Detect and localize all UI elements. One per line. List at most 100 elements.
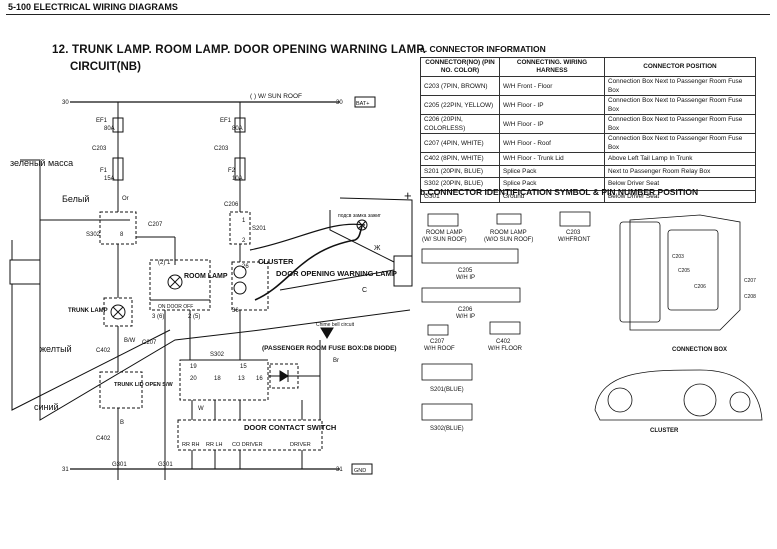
- on-door-off: ON DOOR OFF: [158, 304, 193, 310]
- passenger-fuse-label: (PASSENGER ROOM FUSE BOX:D8 DIODE): [262, 345, 397, 352]
- pin-26: 26: [242, 264, 249, 270]
- c402-top: C402: [96, 348, 111, 354]
- bus-30-left: 30: [62, 100, 69, 106]
- pin-2-5: 2 (5): [188, 314, 200, 320]
- c402-id-sub: W/H FLOOR: [488, 346, 523, 352]
- box-c205: C205: [678, 268, 690, 274]
- pin-16: 16: [256, 376, 263, 382]
- pin-8: 8: [120, 232, 124, 238]
- chime-label: Chime bell circuit: [316, 322, 355, 328]
- c203-left: C203: [92, 146, 107, 152]
- pin-36: 36: [232, 308, 239, 314]
- note-ignition-light: подсв замка зажиг: [338, 213, 381, 219]
- cluster-label: CLUSTER: [258, 257, 294, 266]
- room-lamp-nosun-sub: (W/O SUN ROOF): [484, 237, 533, 243]
- c207-top: C207: [148, 222, 163, 228]
- s302-id: S302(BLUE): [430, 426, 464, 432]
- note-c: С: [362, 287, 367, 294]
- header-rule: [6, 14, 770, 15]
- c203-right: C203: [214, 146, 229, 152]
- c205-id-sub: W/H IP: [456, 275, 475, 281]
- s302-label: S302: [86, 232, 101, 238]
- pin-2: 2: [242, 238, 246, 244]
- note-zh: Ж: [374, 245, 381, 252]
- bus-31-right: 31: [336, 467, 343, 473]
- c203-id: C203: [566, 230, 581, 236]
- wire-bw: B/W: [124, 338, 136, 344]
- c402-id: C402: [496, 339, 511, 345]
- connector-id-title: b.CONNECTOR IDENTIFICATION SYMBOL & PIN …: [420, 187, 699, 197]
- box-c207: C207: [744, 278, 756, 284]
- box-c206: C206: [694, 284, 706, 290]
- c205-id: C205: [458, 268, 473, 274]
- bus-31-left: 31: [62, 467, 69, 473]
- box-c203: C203: [672, 254, 684, 260]
- cluster-id-label: CLUSTER: [650, 428, 679, 434]
- note-green-ground: зеленый масса: [10, 158, 73, 168]
- rr-rh: RR RH: [182, 442, 199, 448]
- s201-label: S201: [252, 226, 267, 232]
- room-lamp-label: ROOM LAMP: [184, 273, 228, 280]
- s302-lower: S302: [210, 352, 225, 358]
- sunroof-label: ( ) W/ SUN ROOF: [250, 93, 302, 100]
- bat-label: BAT+: [356, 101, 370, 107]
- note-blue: синий: [34, 402, 59, 412]
- co-driver: CO DRIVER: [232, 442, 263, 448]
- f1-amp: 15A: [104, 176, 115, 182]
- note-plus: +: [404, 188, 412, 203]
- door-warning-label: DOOR OPENING WARNING LAMP: [276, 269, 397, 278]
- diagram-title: 12. TRUNK LAMP. ROOM LAMP. DOOR OPENING …: [52, 44, 427, 56]
- pin-20: 20: [190, 376, 197, 382]
- pin-13: 13: [238, 376, 245, 382]
- page-header: 5-100 ELECTRICAL WIRING DIAGRAMS: [8, 2, 178, 12]
- pin-3-6: 3 (6): [152, 314, 164, 320]
- pin-19: 19: [190, 364, 197, 370]
- f2-label: F2: [228, 168, 236, 174]
- diagram-title-line2: CIRCUIT(NB): [70, 61, 141, 73]
- note-white: Белый: [62, 194, 89, 204]
- c207-id-sub: W/H ROOF: [424, 346, 455, 352]
- wire-w: W: [198, 406, 204, 412]
- ef1b-amp: 80A: [232, 126, 243, 132]
- connection-box-label: CONNECTION BOX: [672, 347, 727, 353]
- c207-bottom: C207: [142, 340, 157, 346]
- pin-15: 15: [240, 364, 247, 370]
- gnd-label: GND: [354, 468, 366, 474]
- trunk-switch-label: TRUNK LID OPEN S/W: [114, 382, 173, 388]
- ef1-amp: 80A: [104, 126, 115, 132]
- c402-bottom: C402: [96, 436, 111, 442]
- f2-amp: 10A: [232, 176, 243, 182]
- room-lamp-nosun-label: ROOM LAMP: [490, 230, 527, 236]
- note-yellow: желтый: [40, 344, 72, 354]
- bus-30-right: 30: [336, 100, 343, 106]
- wire-or: Or: [122, 196, 129, 202]
- g301-left: G301: [112, 462, 127, 468]
- connector-table: CONNECTOR(NO) (PIN NO. COLOR) CONNECTING…: [420, 57, 756, 203]
- f1-label: F1: [100, 168, 108, 174]
- c206-id: C206: [458, 307, 473, 313]
- box-c208: C208: [744, 294, 756, 300]
- c203-id-sub: W/HFRONT: [558, 237, 591, 243]
- c207-id: C207: [430, 339, 445, 345]
- pin-1: 1: [242, 218, 246, 224]
- rr-lh: RR LH: [206, 442, 223, 448]
- s201-id: S201(BLUE): [430, 387, 464, 393]
- c206-label: C206: [224, 202, 239, 208]
- c206-id-sub: W/H IP: [456, 314, 475, 320]
- pin-18: 18: [214, 376, 221, 382]
- ef1b-label: EF1: [220, 118, 232, 124]
- room-lamp-sun-label: ROOM LAMP: [426, 230, 463, 236]
- room-lamp-sun-sub: (W/ SUN ROOF): [422, 237, 467, 243]
- door-contact-label: DOOR CONTACT SWITCH: [244, 423, 336, 432]
- connector-info-title: a. CONNECTOR INFORMATION: [420, 44, 546, 54]
- ef1-label: EF1: [96, 118, 108, 124]
- trunk-lamp-label: TRUNK LAMP: [68, 308, 108, 314]
- driver: DRIVER: [290, 442, 311, 448]
- pin-2-1: (2) 1: [158, 260, 171, 266]
- g301-right: G301: [158, 462, 173, 468]
